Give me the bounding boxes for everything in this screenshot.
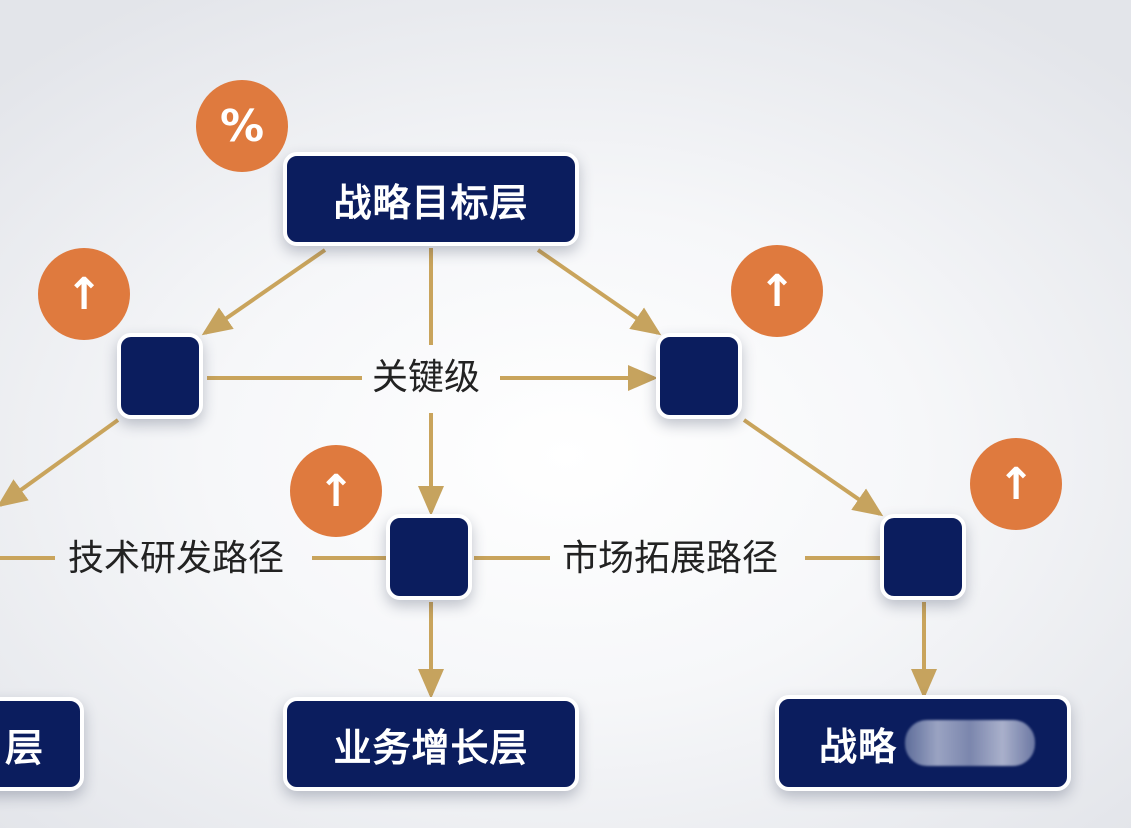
node-left[interactable] xyxy=(117,333,203,419)
strategic-goal-layer[interactable]: 战略目标层 xyxy=(283,152,579,246)
arrow-up-icon: ↑ xyxy=(290,445,382,537)
strategic-goal-layer-label: 战略目标层 xyxy=(333,180,529,225)
node-center[interactable] xyxy=(386,514,472,600)
redacted-text xyxy=(905,720,1035,766)
arrow-up-icon: ↑ xyxy=(731,245,823,337)
arrow-right-node-to-far-right-node xyxy=(742,418,884,517)
market-path-label: 市场拓展路径 xyxy=(562,538,779,579)
node-far-right[interactable] xyxy=(880,514,966,600)
bottom-right-layer-label: 战略 xyxy=(819,724,898,769)
bottom-left-layer-label: 层 xyxy=(4,725,44,770)
percent-icon: % xyxy=(196,80,288,172)
bottom-left-layer[interactable]: 层 xyxy=(0,697,84,791)
key-level-label: 关键级 xyxy=(372,357,481,398)
tech-path-label: 技术研发路径 xyxy=(68,538,285,579)
arrow-top-to-right-node xyxy=(536,248,662,336)
arrow-up-icon: ↑ xyxy=(970,438,1062,530)
node-right[interactable] xyxy=(656,333,742,419)
business-growth-layer[interactable]: 业务增长层 xyxy=(283,697,579,791)
arrow-left-node-down xyxy=(0,418,120,508)
business-growth-layer-label: 业务增长层 xyxy=(333,725,529,770)
arrow-up-icon: ↑ xyxy=(38,248,130,340)
arrow-top-to-left-node xyxy=(201,248,327,336)
